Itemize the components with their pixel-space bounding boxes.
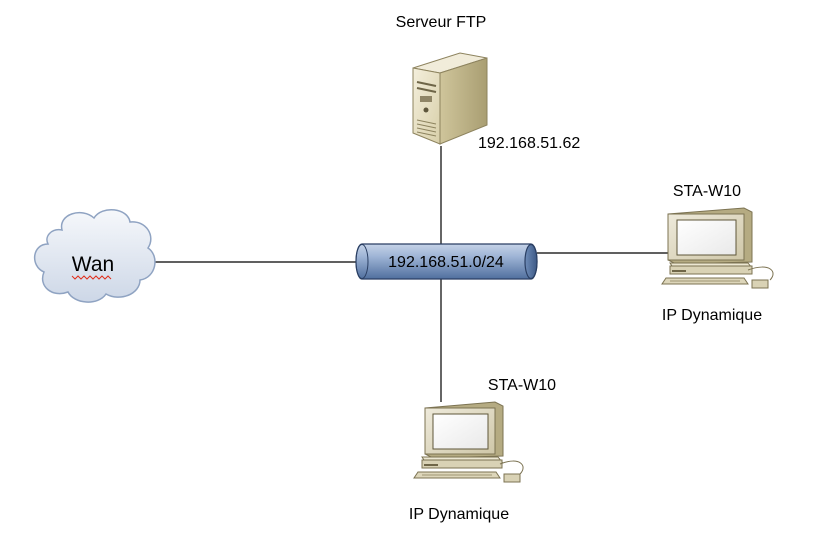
workstation-right-name: STA-W10: [673, 183, 741, 200]
workstation-right-ip: IP Dynamique: [662, 307, 762, 324]
network-label: 192.168.51.0/24: [388, 254, 504, 271]
server-tower-icon: [412, 52, 488, 145]
cloud-icon: [34, 209, 156, 303]
workstation-bottom[interactable]: STA-W10 IP Dynamique: [409, 377, 556, 523]
workstation-icon: [413, 401, 524, 483]
network-links: [150, 146, 668, 402]
wan-label: Wan: [72, 253, 114, 276]
workstation-right[interactable]: STA-W10 IP Dynamique: [661, 183, 774, 324]
server-title: Serveur FTP: [396, 14, 487, 31]
workstation-icon: [661, 207, 774, 289]
workstation-bottom-ip: IP Dynamique: [409, 506, 509, 523]
network-bus-icon: [355, 243, 538, 280]
network-bus[interactable]: 192.168.51.0/24: [355, 243, 538, 280]
ftp-server[interactable]: Serveur FTP 192.168.51.62: [396, 14, 581, 152]
wan-cloud[interactable]: Wan: [34, 209, 156, 303]
spellcheck-underline: [71, 275, 112, 280]
workstation-bottom-name: STA-W10: [488, 377, 556, 394]
server-ip: 192.168.51.62: [478, 135, 580, 152]
